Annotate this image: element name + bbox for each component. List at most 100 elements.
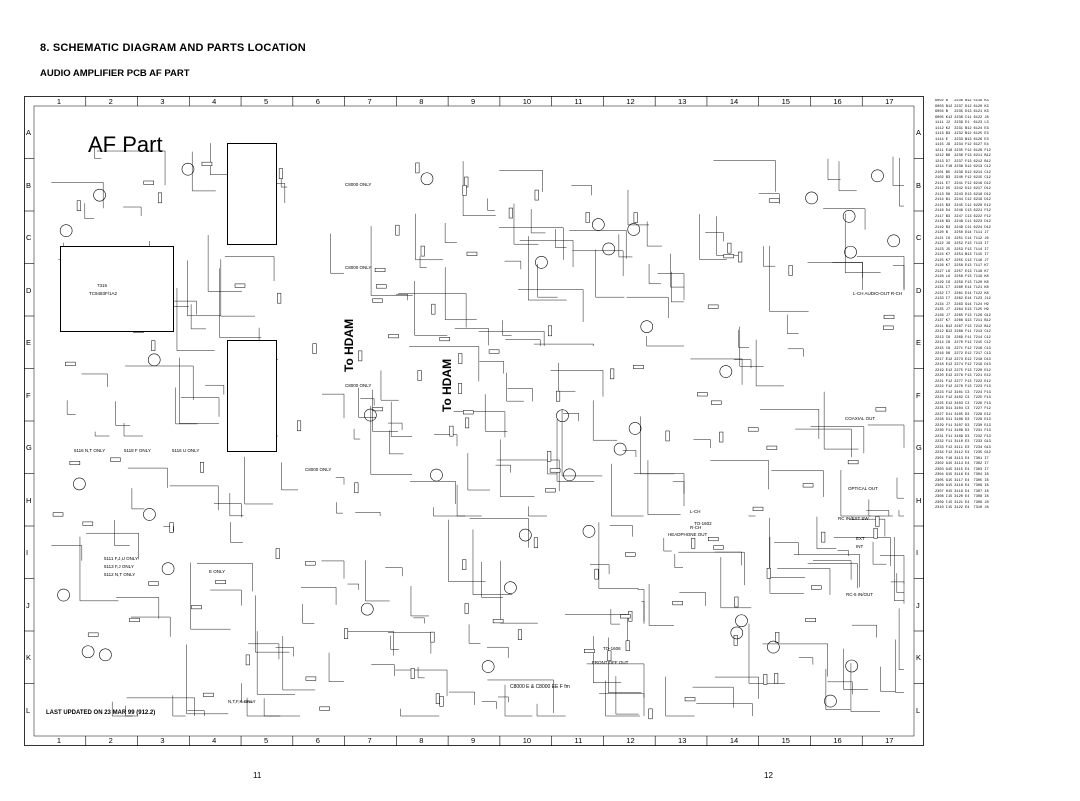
parts-list-cell: 6125 E3 bbox=[973, 132, 989, 136]
note-c8000-e: C8000 E & C8000 EE F fm bbox=[510, 684, 570, 690]
grid-row-K-l: K bbox=[26, 653, 32, 663]
parts-list-cell: 6218 D12 bbox=[973, 192, 991, 197]
parts-list-cell: 2233 F12 bbox=[935, 445, 953, 450]
parts-list-cell: 7306 I8 bbox=[973, 484, 989, 488]
grid-column-10-top: 10 bbox=[522, 97, 532, 106]
parts-list-cell: 7218 D13 bbox=[973, 357, 991, 362]
grid-column-9-top: 9 bbox=[471, 97, 476, 106]
parts-list-cell: 3117 E4 bbox=[954, 478, 970, 483]
parts-list-cell: 2232 F11 bbox=[935, 440, 953, 444]
parts-list-cell: 7118 K7 bbox=[973, 269, 989, 274]
parts-list-cell: 2277 F13 bbox=[954, 379, 972, 384]
parts-list-cell: 2234 F12 bbox=[935, 451, 953, 455]
parts-list-cell: 2231 F11 bbox=[935, 434, 953, 439]
label-rc-in: RC IN/EXT SW bbox=[838, 516, 869, 521]
parts-list-cell: 2133 I7 bbox=[935, 297, 951, 301]
parts-list-cell: 7302 I7 bbox=[973, 462, 989, 466]
parts-list-cell: 2124 K7 bbox=[935, 253, 951, 257]
parts-list-cell: 6128 F12 bbox=[973, 148, 991, 153]
parts-list-cell: 2250 D14 bbox=[954, 231, 972, 235]
parts-list-cell: 2123 J5 bbox=[935, 247, 951, 252]
to-hdam-label-1: To HDAM bbox=[342, 318, 356, 372]
parts-list-cell: 2233 B13 bbox=[954, 137, 972, 142]
parts-list-cell: 3106 D3 bbox=[954, 418, 970, 422]
grid-column-11-bot: 11 bbox=[574, 736, 583, 745]
label-to-1606: TO-1606 bbox=[603, 646, 621, 651]
parts-list-cell: 2127 L6 bbox=[935, 269, 951, 274]
note-only-nt: 5112 N,T ONLY bbox=[104, 572, 136, 577]
label-rc5: RC-5 IN/OUT bbox=[846, 592, 873, 597]
parts-list-cell: 7310 J8 bbox=[973, 506, 989, 510]
parts-list-cell: 2274 F12 bbox=[954, 363, 972, 367]
grid-column-14-bot: 14 bbox=[729, 736, 739, 745]
parts-list-cell: 6211 B12 bbox=[973, 154, 991, 158]
parts-list-cell: 7304 I8 bbox=[973, 473, 989, 477]
parts-list-cell: 7221 E12 bbox=[973, 374, 991, 378]
parts-list-cell: 2241 F12 bbox=[954, 181, 972, 186]
grid-row-J-r: J bbox=[916, 600, 920, 610]
grid-row-G-r: G bbox=[916, 443, 922, 453]
parts-list-cell: 3109 D3 bbox=[954, 434, 970, 439]
parts-list-cell: 2112 D5 bbox=[935, 187, 951, 191]
parts-list-cell: 2306 G15 bbox=[935, 484, 953, 488]
grid-column-12-bot: 12 bbox=[626, 736, 635, 745]
parts-list-cell: 2237 F13 bbox=[954, 159, 972, 164]
parts-list-cell: 7217 C13 bbox=[973, 352, 991, 356]
parts-list-cell: 1111 J2 bbox=[935, 121, 951, 125]
parts-list-cell: 6123 L3 bbox=[973, 121, 989, 125]
parts-list-cell: 3103 C3 bbox=[954, 401, 970, 406]
parts-list-cell: 2260 E14 bbox=[954, 286, 972, 290]
label-lch: L-CH bbox=[690, 509, 701, 514]
parts-list-cell: 6217 D12 bbox=[973, 187, 991, 191]
grid-row-D-l: D bbox=[26, 285, 32, 295]
note-only-1: 5116 N,T ONLY bbox=[74, 448, 106, 453]
parts-list-cell: 7308 I8 bbox=[973, 495, 989, 499]
parts-list-cell: 7114 I7 bbox=[973, 247, 989, 252]
grid-row-B-l: B bbox=[26, 180, 32, 190]
parts-list-cell: 7211 B12 bbox=[973, 319, 991, 323]
grid-column-5-bot: 5 bbox=[263, 736, 269, 745]
parts-list-cell: 1213 D7 bbox=[935, 159, 951, 164]
parts-list-cell: 2119 B3 bbox=[935, 225, 951, 230]
grid-column-4-bot: 4 bbox=[212, 736, 217, 745]
parts-list-cell: 1212 B8 bbox=[935, 154, 951, 158]
label-rch: R-CH bbox=[690, 525, 702, 530]
label-front-off-out: FRONT OFF OUT bbox=[592, 660, 629, 665]
parts-list-cell: 6223 D12 bbox=[973, 220, 991, 224]
grid-column-15-bot: 15 bbox=[781, 736, 790, 745]
parts-list-cell: 3118 E4 bbox=[954, 484, 970, 488]
grid-row-L-l: L bbox=[26, 705, 31, 715]
parts-list-cell: 7223 F13 bbox=[973, 385, 991, 389]
parts-list-cell: 2246 C13 bbox=[954, 209, 972, 213]
parts-list-cell: 2310 I15 bbox=[935, 506, 953, 510]
parts-list-cell: 2215 C8 bbox=[935, 346, 951, 351]
parts-list-cell: 2219 E12 bbox=[935, 368, 953, 373]
parts-list-cell: 3112 E4 bbox=[954, 451, 970, 455]
parts-list-cell: 2235 F12 bbox=[954, 148, 972, 153]
parts-list-cell: 7230 E13 bbox=[973, 423, 991, 428]
parts-list-cell: 1211 E16 bbox=[935, 148, 953, 153]
page-title: 8. SCHEMATIC DIAGRAM AND PARTS LOCATION bbox=[40, 42, 306, 54]
parts-list-cell: 2255 C13 bbox=[954, 258, 972, 263]
parts-list-cell: 2252 F13 bbox=[954, 242, 972, 246]
parts-list-cell: 7222 E12 bbox=[973, 379, 991, 384]
